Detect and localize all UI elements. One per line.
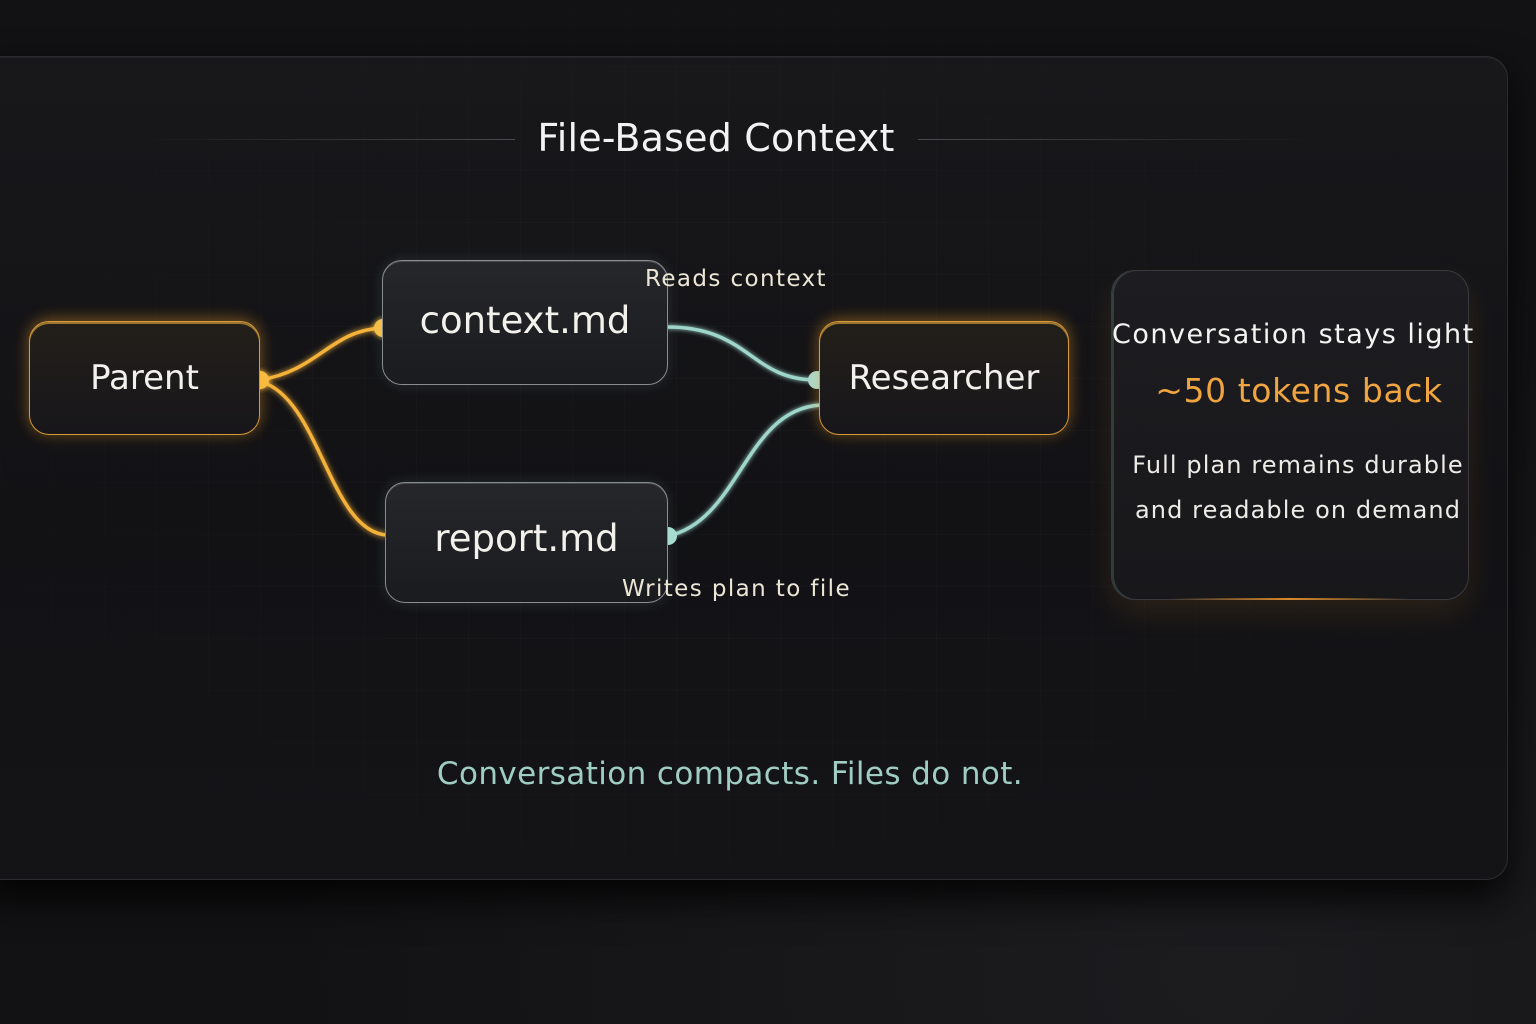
- edge-label-reads-context: Reads context: [645, 266, 827, 292]
- edge-report-to-researcher: [667, 403, 821, 538]
- info-card-body: Full plan remains durable and readable o…: [1112, 443, 1484, 533]
- edge-context-to-researcher: [666, 325, 818, 382]
- info-card-heading: Conversation stays light: [1112, 319, 1475, 350]
- tagline: Conversation compacts. Files do not.: [436, 756, 1024, 792]
- title-divider-left: [135, 139, 515, 140]
- edge-label-writes-plan: Writes plan to file: [622, 576, 852, 602]
- node-report-label: report.md: [434, 517, 619, 560]
- info-card-token-count: ~50 tokens back: [1155, 371, 1443, 410]
- node-parent[interactable]: Parent: [29, 321, 260, 435]
- info-card: Conversation stays light ~50 tokens back…: [1111, 270, 1475, 600]
- title-divider-right: [918, 139, 1318, 140]
- edge-parent-to-report: [261, 380, 388, 537]
- edge-parent-to-context: [259, 326, 384, 382]
- node-researcher-label: Researcher: [848, 358, 1040, 398]
- node-researcher[interactable]: Researcher: [819, 321, 1069, 435]
- diagram-title: File-Based Context: [537, 116, 895, 160]
- info-card-body-line1: Full plan remains durable: [1132, 451, 1464, 479]
- node-report-file[interactable]: report.md: [385, 482, 668, 603]
- node-context-label: context.md: [419, 299, 631, 342]
- info-card-body-line2: and readable on demand: [1134, 496, 1462, 524]
- title-row: File-Based Context: [0, 110, 1536, 170]
- node-parent-label: Parent: [90, 358, 199, 398]
- node-context-file[interactable]: context.md: [382, 260, 668, 385]
